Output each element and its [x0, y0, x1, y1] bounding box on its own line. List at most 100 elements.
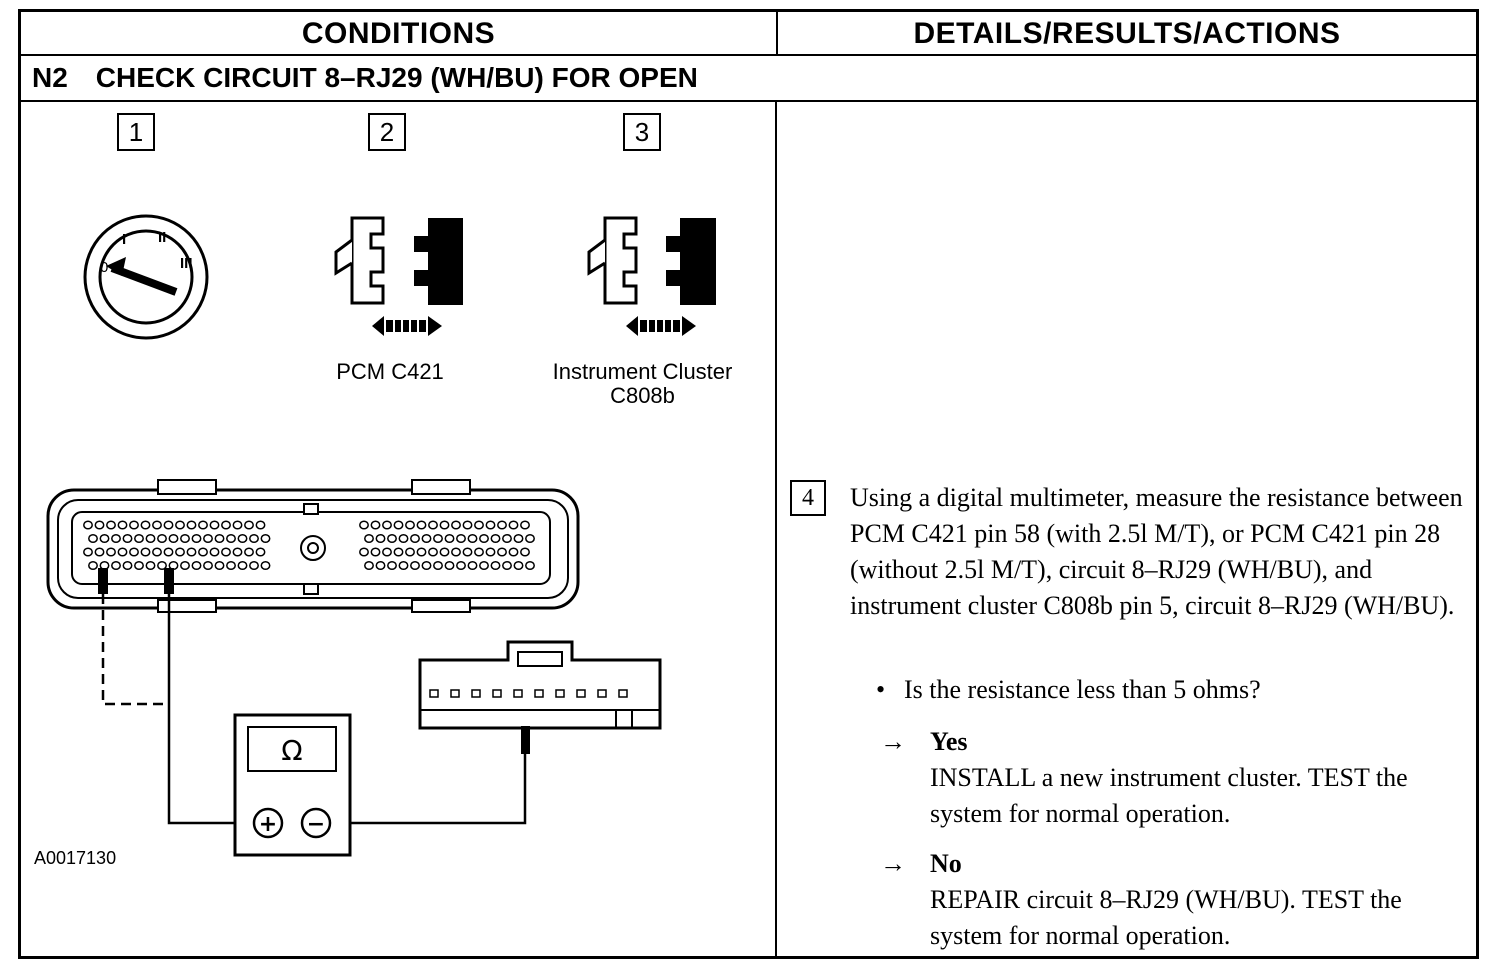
details-header: DETAILS/RESULTS/ACTIONS [913, 17, 1341, 50]
ohm-symbol: Ω [281, 734, 302, 767]
connector-pin [203, 533, 213, 544]
connector-pin [416, 520, 427, 530]
figure-id: A0017130 [34, 848, 117, 868]
connector-pin [520, 547, 530, 557]
connector-pin [186, 547, 197, 557]
connector-pin [198, 520, 208, 530]
connector-pin [456, 533, 466, 544]
connector-pin [474, 520, 484, 530]
connector-pin [497, 520, 507, 530]
connector-pin [525, 560, 535, 571]
connector-pin [232, 547, 243, 557]
connector-pin [214, 560, 225, 571]
connector-pin [163, 547, 174, 557]
connector-pin [597, 689, 607, 698]
connector-pin [410, 560, 420, 571]
connector-pin [88, 533, 98, 544]
header-column-divider [776, 9, 778, 56]
yes-action: INSTALL a new instrument cluster. TEST t… [930, 763, 1408, 828]
connector-pin [433, 560, 443, 571]
connector-pin [117, 520, 128, 530]
connector-pin [393, 520, 404, 530]
connector-pin [191, 533, 202, 544]
connector-pin [237, 560, 248, 571]
connector-pin [382, 520, 392, 530]
connector-pin [232, 520, 243, 530]
connector-pin [382, 547, 392, 557]
ignition-pos-3: III [180, 255, 193, 272]
cluster-connector-icon [418, 640, 662, 754]
connector-pin [359, 520, 369, 530]
connector-pin [221, 520, 231, 530]
connector-pin [359, 547, 369, 557]
disconnect-connector-icon [334, 216, 463, 336]
connector-pin [502, 560, 512, 571]
connector-pin [88, 560, 98, 571]
connector-pin [255, 547, 266, 557]
connector-pin [209, 520, 220, 530]
connector-pin [490, 533, 501, 544]
connector-pin [209, 547, 220, 557]
connector-pin [444, 533, 455, 544]
connector-pin [129, 547, 139, 557]
connector-pin [416, 547, 427, 557]
connector-pin [439, 547, 450, 557]
connector-pin [444, 560, 455, 571]
step-title-text: CHECK CIRCUIT 8–RJ29 (WH/BU) FOR OPEN [95, 62, 698, 93]
connector-pin [180, 533, 190, 544]
connector-pin [387, 560, 397, 571]
connector-pin [157, 560, 167, 571]
connector-pin [260, 560, 271, 571]
yes-label: Yes [930, 727, 968, 756]
connector-pin [497, 547, 507, 557]
connector-pin [175, 547, 185, 557]
connector-pin [433, 533, 443, 544]
body-column-divider [775, 100, 777, 959]
question-text: Is the resistance less than 5 ohms? [904, 675, 1261, 704]
no-answer: →No [880, 846, 962, 882]
connector-pin [398, 560, 409, 571]
cluster-connector-label-line1: Instrument Cluster [552, 359, 733, 384]
connector-pin [198, 547, 208, 557]
connector-pin [106, 520, 116, 530]
step-code: N2 [32, 62, 68, 93]
connector-pin [502, 533, 512, 544]
meter-plus-terminal: + [259, 812, 277, 837]
no-label: No [930, 849, 962, 878]
figure-step-2: 2 [368, 113, 406, 151]
measurement-instruction: Using a digital multimeter, measure the … [850, 483, 1463, 620]
connector-pin [428, 547, 438, 557]
connector-pin [513, 689, 523, 698]
connector-pin [405, 547, 415, 557]
connector-pin [111, 560, 121, 571]
connector-pin [450, 689, 460, 698]
connector-pin [467, 560, 478, 571]
connector-pin [421, 560, 432, 571]
connector-pin [122, 560, 133, 571]
connector-pin [226, 560, 236, 571]
conditions-header: CONDITIONS [301, 17, 496, 50]
connector-pin [186, 520, 197, 530]
connector-pin [555, 689, 565, 698]
multimeter-icon [233, 713, 352, 857]
connector-pin [134, 560, 144, 571]
no-action: REPAIR circuit 8–RJ29 (WH/BU). TEST the … [930, 885, 1402, 950]
connector-pin [260, 533, 271, 544]
action-step-number: 4 [790, 480, 826, 516]
table-frame [18, 9, 1479, 959]
connector-pin [175, 520, 185, 530]
connector-pin [134, 533, 144, 544]
figure-step-3: 3 [623, 113, 661, 151]
connector-pin [405, 520, 415, 530]
connector-pin [513, 533, 524, 544]
connector-pin [618, 689, 628, 698]
connector-pin [451, 520, 461, 530]
connector-pin [462, 547, 473, 557]
connector-pin [375, 560, 386, 571]
connector-pin [140, 520, 151, 530]
connector-pin [393, 547, 404, 557]
connector-pin [490, 560, 501, 571]
connector-pin [157, 533, 167, 544]
connector-pin [94, 547, 105, 557]
